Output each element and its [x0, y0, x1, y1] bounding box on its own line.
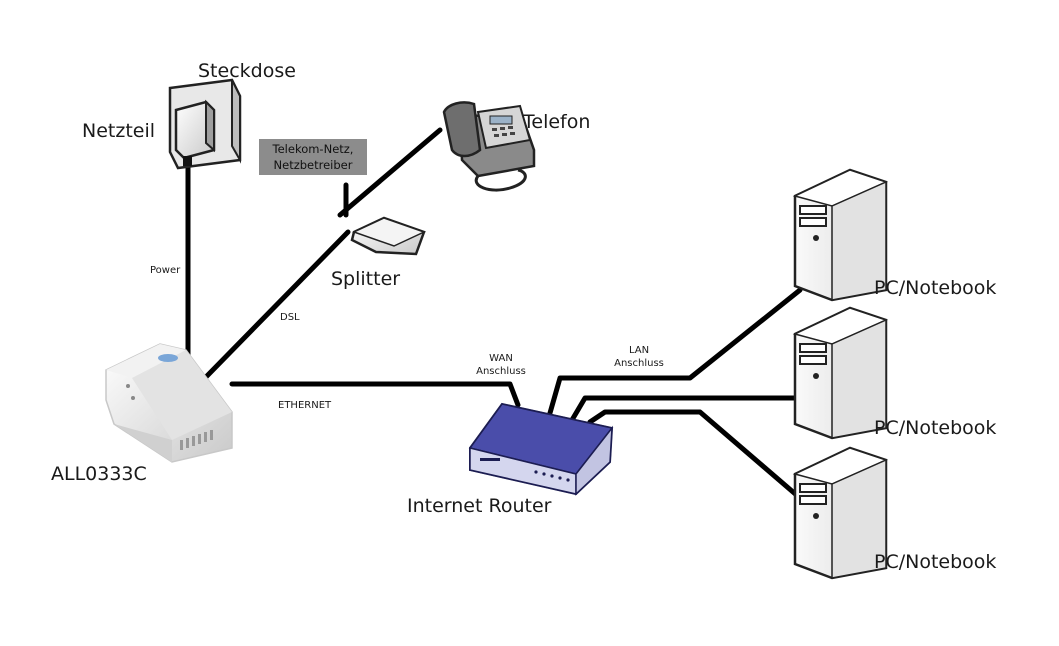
label-power: Power: [150, 265, 181, 276]
label-router: Internet Router: [407, 495, 552, 517]
label-lan-line1: LAN: [628, 345, 650, 356]
label-modem: ALL0333C: [51, 463, 147, 485]
label-telekom-box: Telekom-Netz, Netzbetreiber: [259, 139, 367, 175]
power-adapter-icon: [174, 99, 216, 166]
lan-cable-3: [587, 409, 803, 501]
cables: [185, 127, 803, 501]
telephone-icon: [442, 101, 536, 192]
label-telekom-line2: Netzbetreiber: [273, 158, 353, 172]
label-steckdose: Steckdose: [198, 60, 296, 82]
label-pc-1: PC/Notebook: [874, 277, 997, 299]
label-telekom-line1: Telekom-Netz,: [272, 142, 354, 156]
ethernet-cable: [229, 381, 521, 408]
modem-icon: [105, 343, 233, 463]
label-splitter: Splitter: [331, 268, 401, 290]
lan-cable-1: [545, 287, 803, 423]
label-wan-line1: WAN: [489, 353, 513, 364]
pc-tower-icon: [792, 306, 889, 440]
label-wan-line2: Anschluss: [476, 366, 526, 377]
label-dsl: DSL: [280, 312, 300, 323]
label-ethernet: ETHERNET: [278, 400, 332, 411]
splitter-icon: [350, 216, 426, 256]
phone-cable: [337, 127, 443, 218]
router-icon: [468, 402, 614, 496]
lan-cable-2: [569, 395, 803, 423]
label-netzteil: Netzteil: [82, 120, 156, 142]
label-pc-2: PC/Notebook: [874, 417, 997, 439]
label-telefon: Telefon: [523, 111, 591, 133]
label-lan-line2: Anschluss: [614, 358, 664, 369]
pc-tower-icon: [792, 446, 889, 580]
label-lan: LAN Anschluss: [610, 344, 668, 370]
label-wan: WAN Anschluss: [472, 352, 530, 378]
label-pc-3: PC/Notebook: [874, 551, 997, 573]
pc-tower-icon: [792, 168, 889, 302]
dsl-cable: [202, 229, 351, 381]
